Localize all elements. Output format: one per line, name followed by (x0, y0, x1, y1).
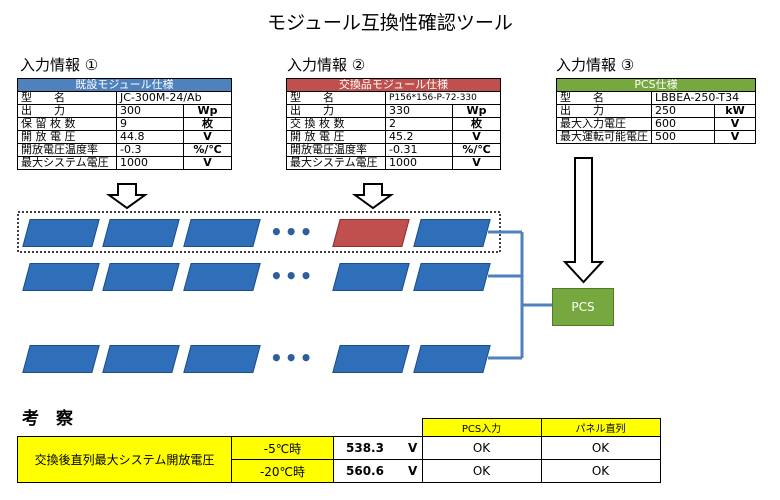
solar-panel (332, 263, 410, 291)
down-arrow-icon (562, 157, 605, 284)
table-header: 交換品モジュール仕様 (286, 78, 501, 92)
table-header: 既設モジュール仕様 (17, 78, 232, 92)
solar-panel (183, 263, 261, 291)
page-title: モジュール互換性確認ツール (267, 12, 513, 34)
input3-heading: 入力情報 ③ (556, 56, 635, 74)
solar-panel (22, 345, 100, 373)
spec-unit: V (183, 156, 232, 170)
col-header-pcs-input: PCS入力 (421, 418, 542, 437)
pcs-result: OK (421, 459, 542, 483)
solar-panel (332, 345, 410, 373)
diagram-arrows (17, 157, 605, 360)
solar-panel (183, 345, 261, 373)
input1-heading: 入力情報 ① (20, 56, 99, 74)
down-arrow-icon (351, 183, 395, 210)
solar-panel (22, 263, 100, 291)
solar-panel (413, 263, 491, 291)
input2-heading: 入力情報 ② (287, 56, 366, 74)
ellipsis: ••• (270, 220, 315, 244)
spec-unit: V (452, 156, 501, 170)
temp-label: -20℃時 (231, 459, 334, 483)
solar-panel (413, 219, 491, 247)
string-connectors (488, 230, 552, 360)
spec-label: 最大システム電圧 (286, 156, 386, 170)
conclusion-heading: 考 察 (22, 409, 73, 429)
solar-panel (183, 219, 261, 247)
pcs-box: PCS (552, 288, 614, 326)
ellipsis: ••• (270, 346, 315, 370)
panel-result: OK (540, 459, 661, 483)
solar-panel (102, 345, 180, 373)
solar-panel (22, 219, 100, 247)
panel-result: OK (540, 436, 661, 460)
temp-label: -5℃時 (231, 436, 334, 460)
solar-panel (102, 263, 180, 291)
conclusion-row-label: 交換後直列最大システム開放電圧 (17, 436, 232, 483)
solar-panel (102, 219, 180, 247)
spec-unit: V (714, 130, 756, 144)
solar-panel (413, 345, 491, 373)
col-header-panel-series: パネル直列 (540, 418, 661, 437)
down-arrow-icon (105, 183, 149, 210)
pcs-result: OK (421, 436, 542, 460)
max-system-voltage-input[interactable]: 1000 (116, 156, 184, 170)
spec-label: 最大システム電圧 (17, 156, 117, 170)
ellipsis: ••• (270, 264, 315, 288)
replacement-panel (332, 219, 410, 247)
